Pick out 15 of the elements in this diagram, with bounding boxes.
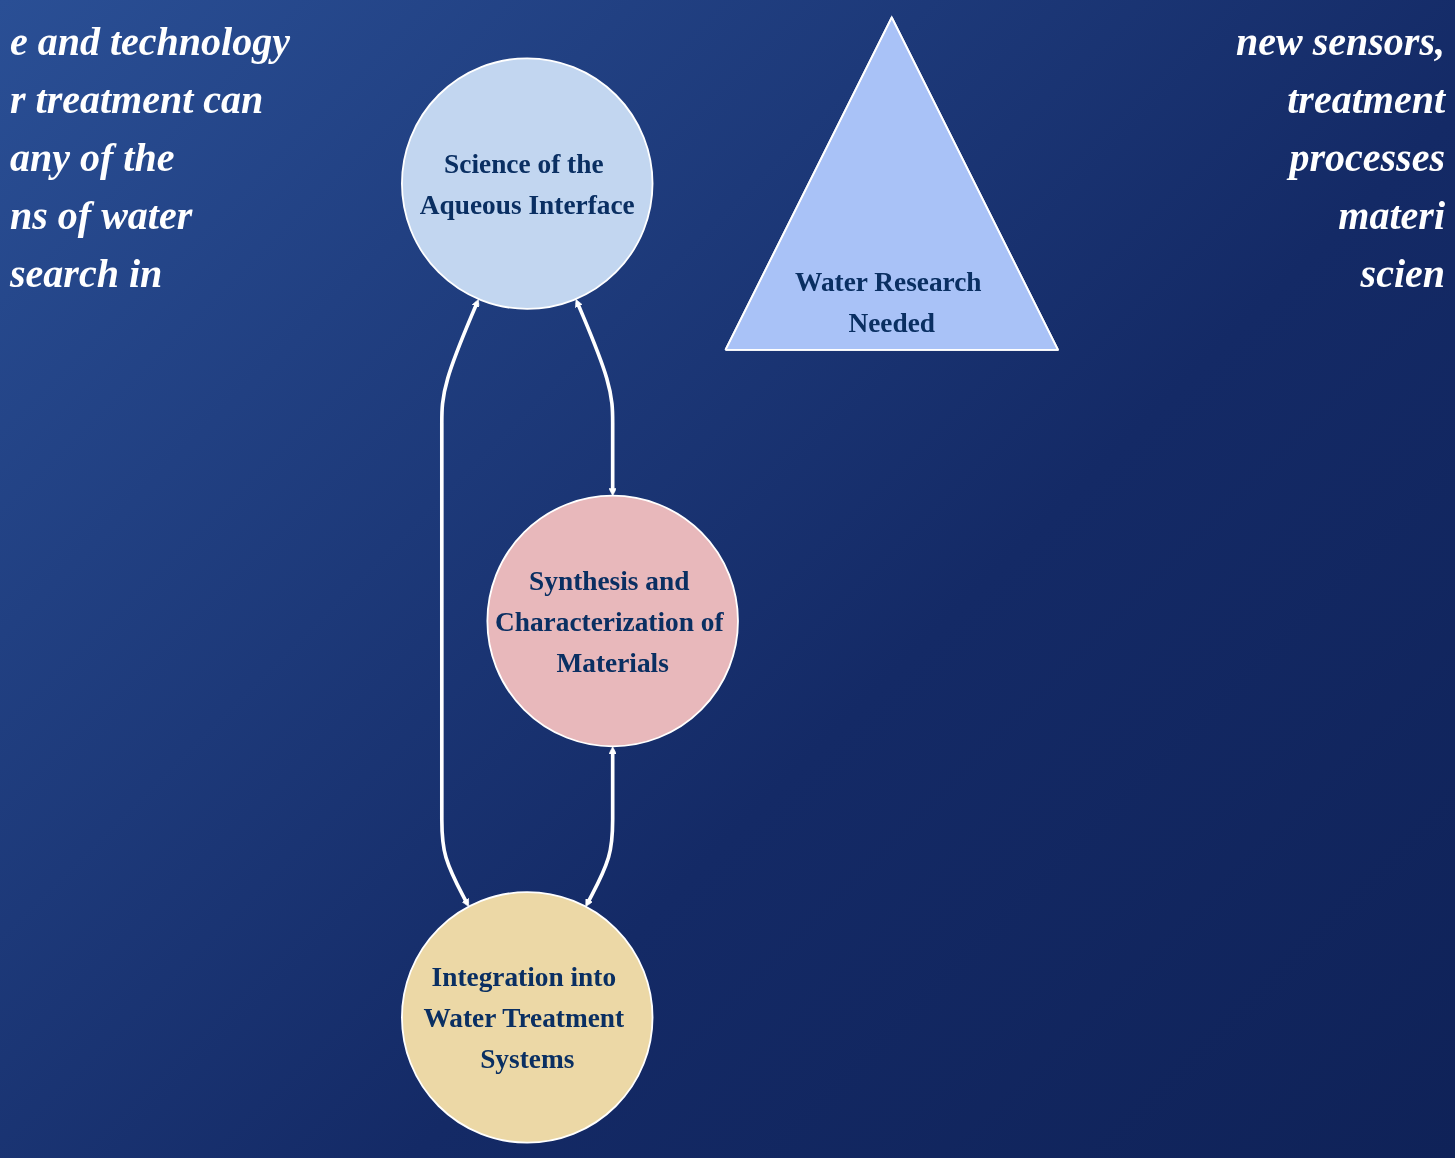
node-circle: Integration into Water Treatment Systems	[401, 891, 654, 1144]
arrow	[585, 746, 617, 907]
node-circle: Science of the Aqueous Interface	[401, 57, 654, 310]
slide-text: treatment	[1287, 78, 1445, 122]
slide-text: search in	[10, 252, 163, 296]
slide-text: r treatment can	[10, 78, 264, 122]
slide-text: any of the	[10, 136, 175, 180]
arrow	[575, 299, 617, 497]
arrow	[440, 299, 480, 907]
node-circle: Synthesis and Characterization of Materials	[486, 494, 739, 748]
slide-text: e and technology	[10, 20, 290, 64]
slide-text: new sensors,	[1236, 20, 1445, 64]
slide-text: ns of water	[10, 194, 193, 238]
slide-text: materi	[1338, 194, 1445, 238]
slide-text: scien	[1360, 252, 1445, 296]
